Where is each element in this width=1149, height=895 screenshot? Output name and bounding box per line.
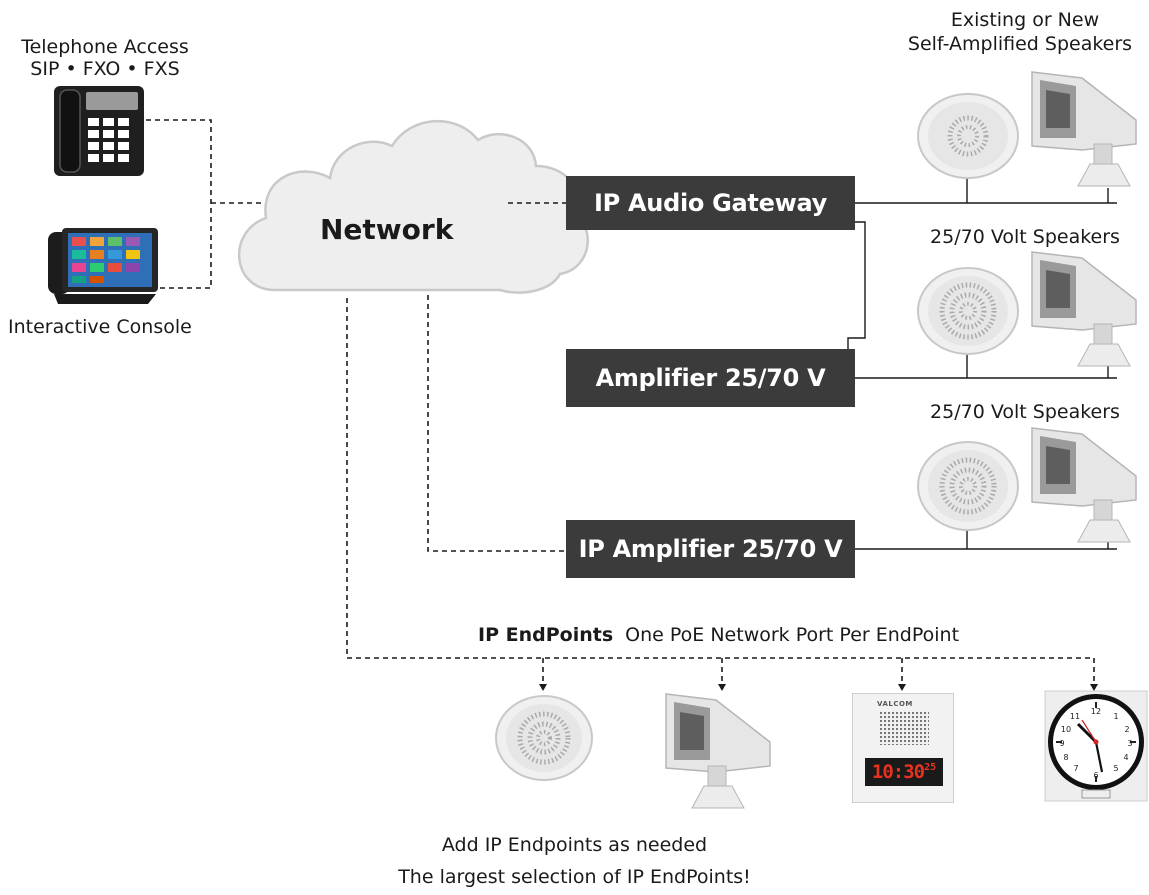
endpoints-heading: IP EndPoints One PoE Network Port Per En… [478,624,959,646]
svg-text:2: 2 [1124,725,1129,734]
ceiling-speaker-icon [917,441,1019,531]
ceiling-speaker-icon [917,267,1019,355]
display-seconds: 25 [924,762,937,773]
touchscreen-console-icon [48,228,158,304]
horn-speaker-icon [665,693,771,809]
volt-speakers-label-2: 25/70 Volt Speakers [930,401,1120,423]
svg-text:9: 9 [1059,739,1064,748]
horn-speaker-icon [1031,427,1137,543]
footer-line2: The largest selection of IP EndPoints! [398,866,751,888]
telephone-protocols: SIP • FXO • FXS [30,58,180,80]
amplifier-box: Amplifier 25/70 V [566,349,855,407]
horn-speaker-icon [1031,251,1137,367]
footer-line1: Add IP Endpoints as needed [441,834,708,856]
ceiling-speaker-icon [495,695,593,781]
svg-text:11: 11 [1070,712,1080,721]
audio-wires [847,178,1117,550]
telephone-access-title: Telephone Access [21,36,189,58]
endpoint-arrowheads [539,684,1098,691]
display-time: 10:30 [871,761,925,783]
ip-amplifier-box: IP Amplifier 25/70 V [566,520,855,578]
svg-text:3: 3 [1127,739,1132,748]
svg-text:7: 7 [1073,764,1078,773]
intercom-clock-panel-icon: VALCOM 10:30 25 [852,693,954,803]
wall-clock-icon: 12 12 3 45 6 7 8 9 10 11 [1044,690,1148,802]
network-label: Network [320,213,454,246]
self-amplified-label-line1: Existing or New [950,9,1100,31]
svg-text:6: 6 [1093,771,1098,780]
svg-text:4: 4 [1123,753,1128,762]
network-cloud [238,119,589,294]
svg-text:12: 12 [1091,707,1101,716]
panel-grille [879,711,929,745]
self-amplified-label-line2: Self-Amplified Speakers [907,33,1133,55]
svg-text:1: 1 [1113,712,1118,721]
panel-brand: VALCOM [877,700,913,708]
interactive-console-label: Interactive Console [8,316,192,338]
dashed-links [146,119,1095,688]
ceiling-speaker-icon [917,93,1019,179]
desk-phone-icon [54,86,144,176]
horn-speaker-icon [1031,71,1137,187]
svg-text:5: 5 [1113,764,1118,773]
ip-audio-gateway-box: IP Audio Gateway [566,176,855,230]
volt-speakers-label-1: 25/70 Volt Speakers [930,226,1120,248]
svg-text:10: 10 [1061,725,1071,734]
svg-text:8: 8 [1063,753,1068,762]
endpoints-heading-rest: One PoE Network Port Per EndPoint [625,624,960,646]
endpoints-heading-bold: IP EndPoints [478,624,614,646]
led-display: 10:30 25 [865,758,943,786]
